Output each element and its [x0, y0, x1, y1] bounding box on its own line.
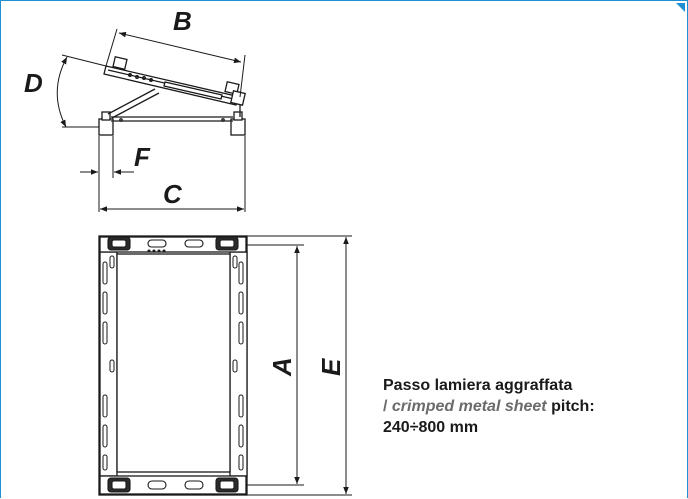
label-f: F [134, 142, 151, 172]
corner-marker [676, 3, 685, 12]
dimension-b [105, 28, 246, 98]
bottom-crossbar [99, 475, 247, 495]
dimension-c [100, 136, 246, 212]
note-line-1: Passo lamiera aggraffata [383, 377, 573, 394]
label-b: B [173, 6, 192, 36]
label-e: E [316, 358, 346, 376]
note-pitch: pitch: [551, 398, 595, 415]
dimension-e [247, 235, 352, 496]
note-slash: / [383, 398, 388, 415]
note-line-3: 240÷800 mm [383, 419, 479, 436]
top-view [98, 235, 248, 496]
support-strut [107, 88, 156, 115]
top-crossbar-details [107, 236, 239, 253]
rail-slots [102, 255, 244, 471]
dimension-f [80, 136, 134, 212]
label-c: C [163, 179, 183, 209]
pitch-note: Passo lamiera aggraffata / crimped metal… [383, 375, 595, 438]
note-line-2: / crimped metal sheet pitch: [383, 396, 595, 417]
label-d: D [24, 68, 43, 98]
top-crossbar [99, 236, 247, 253]
right-foot [230, 118, 246, 136]
top-clamp-left [112, 55, 128, 71]
left-foot [98, 118, 114, 136]
note-italic: crimped metal sheet [391, 398, 547, 415]
label-a: A [267, 357, 297, 377]
side-view [98, 55, 246, 136]
dimension-a [247, 244, 304, 486]
dimension-d [56, 54, 107, 128]
bottom-crossbar-details [107, 477, 239, 493]
